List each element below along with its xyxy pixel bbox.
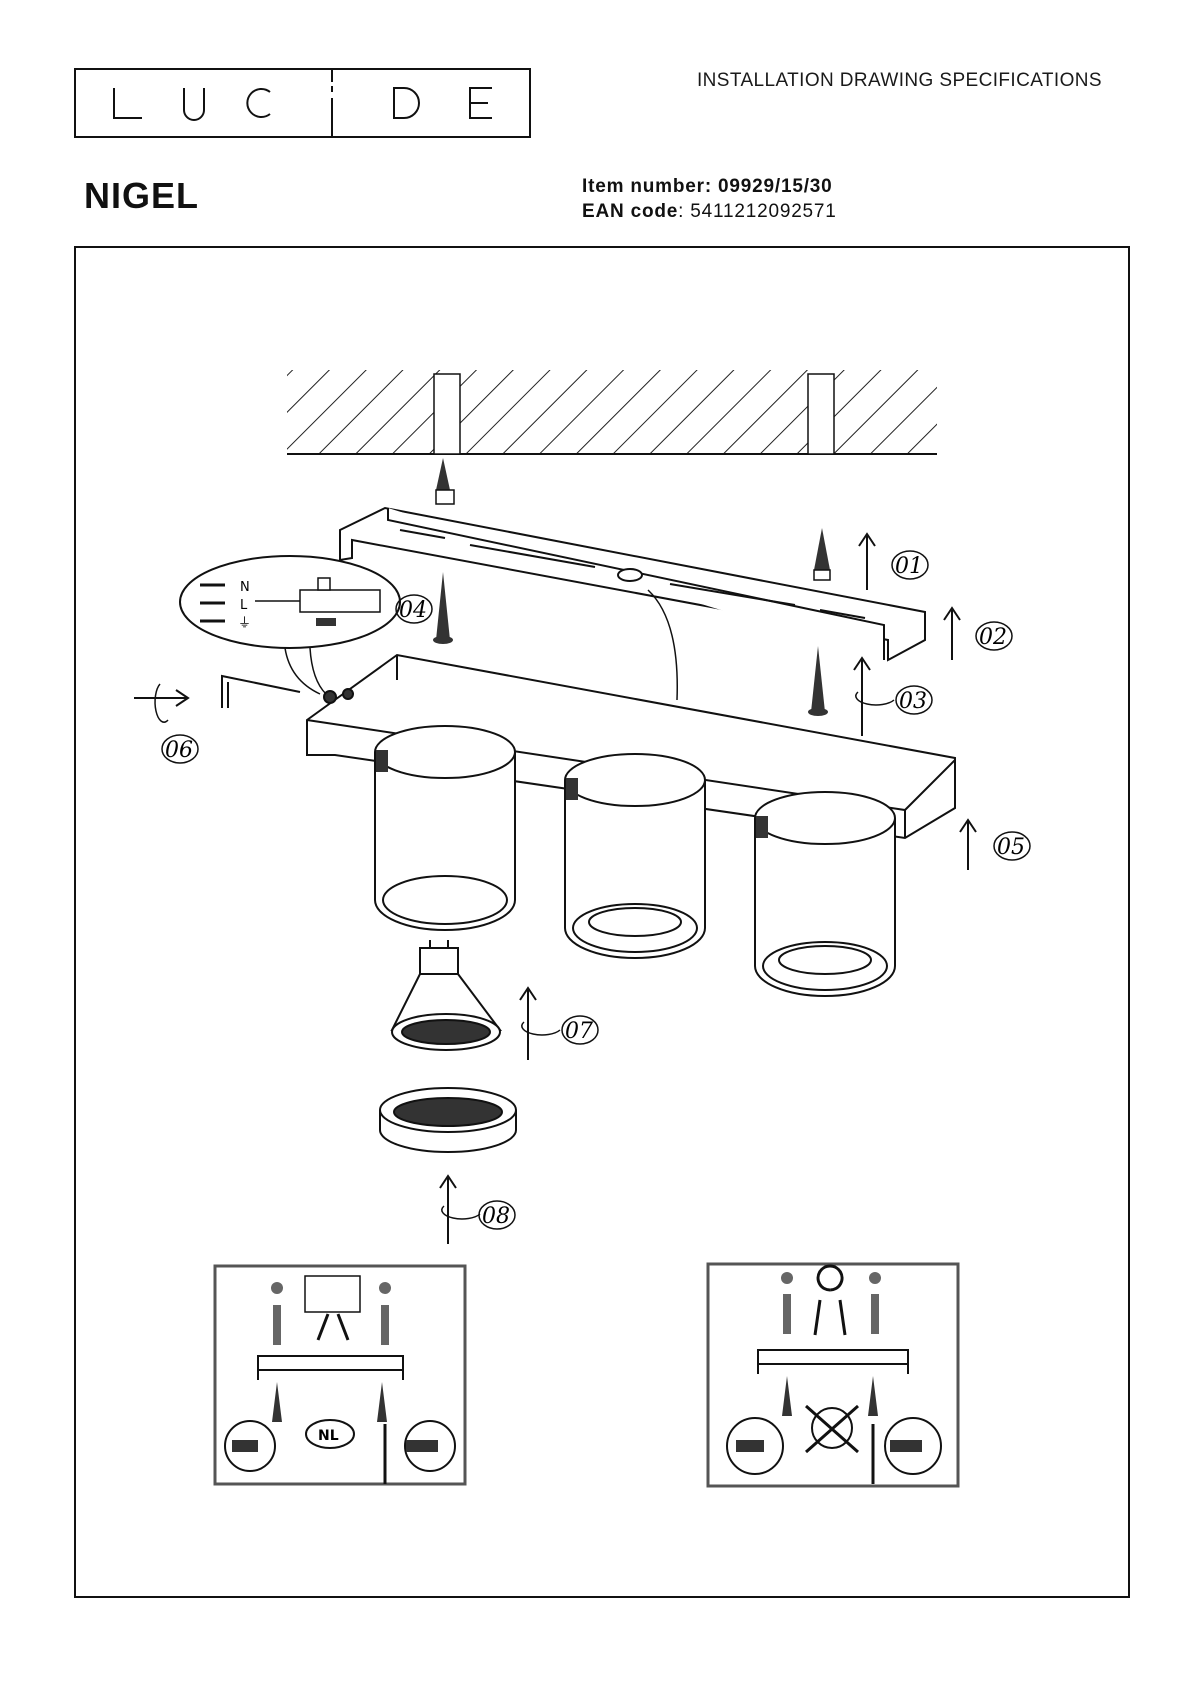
ean-code-label: EAN code — [582, 201, 679, 222]
product-meta: Item number: 09929/15/30 EAN code: 54112… — [582, 174, 837, 224]
spot-cylinder — [374, 725, 516, 931]
inset-badge: NL — [318, 1428, 339, 1444]
step-07: 07 — [519, 986, 599, 1060]
step-label: 01 — [895, 554, 923, 579]
wiring-label-earth: ⏚ — [238, 616, 251, 631]
trim-ring-icon — [379, 1087, 517, 1153]
wiring-label-live: L — [240, 598, 248, 613]
spot-cylinder — [564, 753, 706, 959]
gu10-lamp-icon — [390, 940, 502, 1051]
item-number-value: 09929/15/30 — [718, 176, 833, 197]
step-08: 08 — [439, 1174, 516, 1244]
item-number-row: Item number: 09929/15/30 — [582, 174, 837, 199]
step-label: 08 — [482, 1204, 510, 1229]
screw-icon — [433, 572, 453, 644]
hex-key-icon — [221, 674, 301, 708]
ean-code-value: : 5411212092571 — [678, 201, 837, 222]
step-label: 07 — [565, 1019, 593, 1044]
step-04: 04 — [395, 594, 433, 624]
step-label: 02 — [979, 625, 1007, 650]
step-05: 05 — [959, 818, 1031, 870]
item-number-label: Item number: — [582, 176, 712, 197]
step-01: 01 — [858, 532, 929, 590]
ean-code-row: EAN code: 5411212092571 — [582, 199, 837, 224]
wall-plug-icon — [435, 458, 455, 505]
drawing-frame — [74, 246, 1130, 1598]
step-label: 04 — [399, 598, 427, 623]
document-title: INSTALLATION DRAWING SPECIFICATIONS — [697, 70, 1102, 91]
mounting-inset-right — [706, 1262, 960, 1488]
wiring-detail: N L ⏚ — [179, 555, 401, 695]
lucide-logo — [74, 68, 531, 138]
step-03: 03 — [853, 656, 933, 736]
product-name: NIGEL — [84, 175, 200, 216]
screw-icon — [808, 646, 828, 716]
step-label: 03 — [899, 689, 927, 714]
ceiling — [287, 370, 937, 455]
step-label: 06 — [165, 738, 193, 763]
spot-cylinder — [754, 791, 896, 997]
step-06: 06 — [134, 683, 199, 764]
wiring-label-neutral: N — [240, 580, 250, 595]
step-label: 05 — [997, 835, 1025, 860]
installation-drawing: N L ⏚ — [134, 370, 1031, 1488]
wall-plug-icon — [813, 528, 831, 581]
mounting-bracket — [339, 506, 926, 662]
mounting-inset-left: NL — [213, 1264, 467, 1486]
step-02: 02 — [943, 606, 1013, 660]
